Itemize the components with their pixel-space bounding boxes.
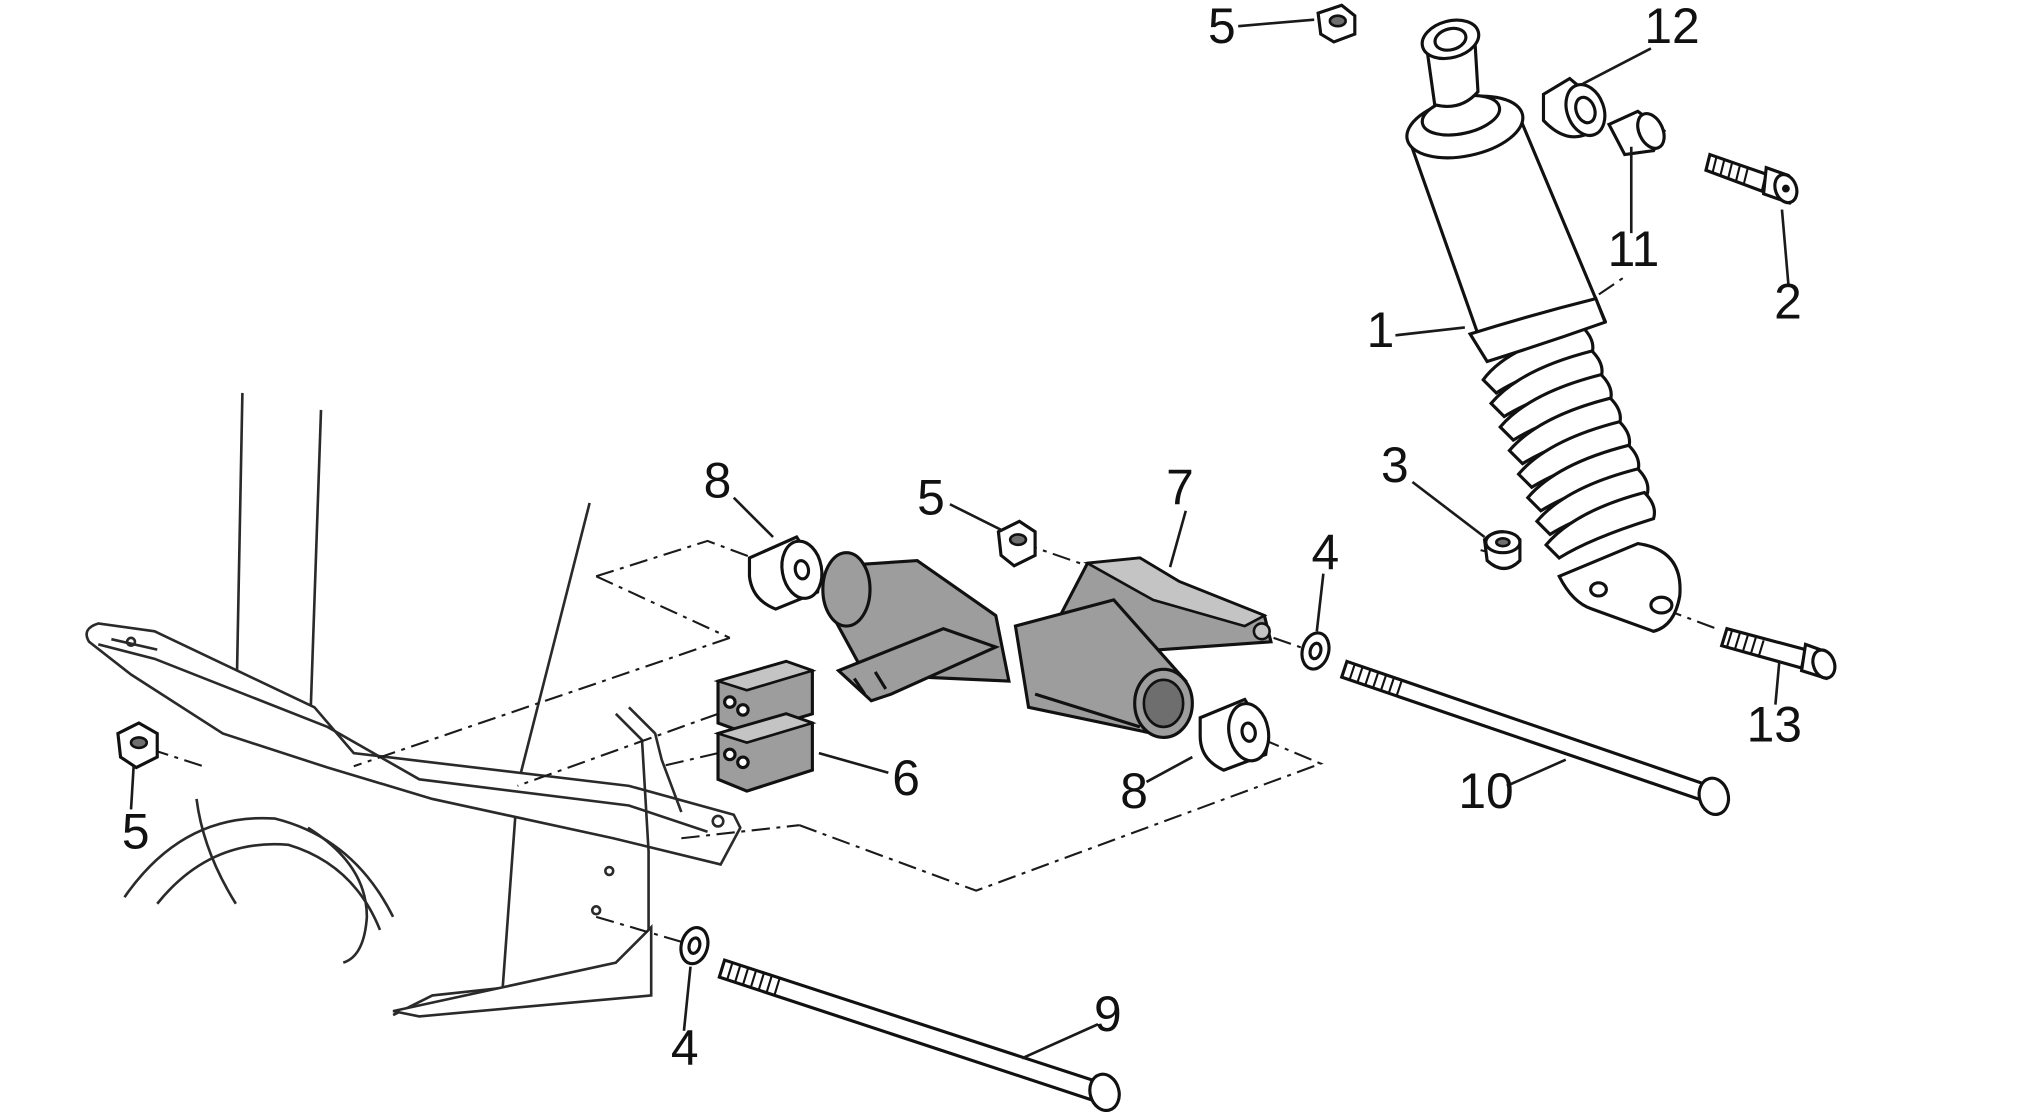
callout-13: 13 [1747, 696, 1802, 752]
callout-6: 6 [892, 750, 920, 806]
callout-7: 7 [1166, 459, 1194, 515]
callout-10: 10 [1458, 763, 1513, 819]
upper-bushing [1541, 76, 1607, 139]
nut-top [1316, 3, 1357, 44]
swingarm-link [821, 551, 1273, 739]
callout-1: 1 [1367, 302, 1395, 358]
callout-5-left: 5 [122, 804, 150, 860]
callout-5-top: 5 [1208, 0, 1236, 54]
callout-numbers: 5 12 11 2 1 3 4 13 10 7 5 8 8 6 5 4 9 [122, 0, 1802, 1076]
nut-mid [996, 519, 1037, 568]
callout-2: 2 [1774, 273, 1802, 329]
callout-12: 12 [1644, 0, 1699, 54]
link-bolt [1339, 659, 1731, 817]
bushing-left [747, 535, 824, 611]
rubber-block [713, 659, 817, 793]
washer-left [679, 926, 710, 966]
callout-9: 9 [1094, 986, 1122, 1042]
bushing-right [1198, 697, 1271, 772]
callout-3: 3 [1381, 437, 1409, 493]
callout-8-left: 8 [704, 453, 732, 509]
callout-5-mid: 5 [917, 470, 945, 526]
lower-screw [1719, 626, 1837, 681]
frame-outline [85, 392, 742, 1018]
callout-11: 11 [1608, 221, 1660, 277]
leader-lines [129, 18, 1790, 1060]
callout-4-right: 4 [1312, 525, 1340, 581]
callout-4-left: 4 [671, 1020, 699, 1076]
spring [1481, 325, 1657, 560]
lower-bushing [1482, 530, 1522, 571]
shock-absorber [1405, 18, 1682, 633]
long-bolt [717, 958, 1121, 1112]
washer-right [1300, 631, 1331, 671]
nut-left [116, 721, 159, 770]
assembly-guides [150, 274, 1717, 947]
upper-screw [1704, 152, 1799, 205]
callout-8-right: 8 [1120, 763, 1148, 819]
spacer [1606, 109, 1667, 157]
